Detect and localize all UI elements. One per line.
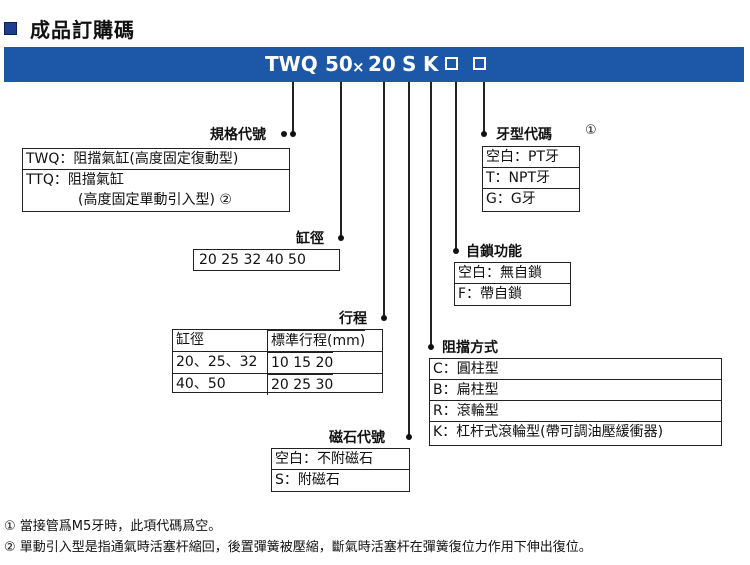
spec-row-twq: TWQ：阻擋氣缸(高度固定復動型) [26, 151, 239, 167]
stopper-row-k: K：杠杆式滾輪型(帶可調油壓緩衝器) [430, 421, 721, 442]
thread-heading: 牙型代碼 [496, 127, 552, 143]
stroke-connector [383, 82, 385, 318]
code-stopper: K [423, 52, 439, 76]
thread-dot [481, 131, 487, 137]
magnet-connector [408, 82, 410, 436]
stopper-row-c: C：圓柱型 [433, 361, 499, 377]
thread-row-t: T：NPT牙 [483, 167, 579, 188]
page-title: 成品訂購碼 [30, 18, 135, 42]
stroke-row-2: 40、50 20 25 30 [173, 373, 382, 395]
code-times: × [352, 58, 365, 76]
stroke-row-1-bore: 20、25、32 [173, 352, 268, 373]
stroke-row-1-strokes: 10 15 20 [268, 352, 334, 373]
lock-row-blank: 空白：無自鎖 [458, 265, 542, 281]
stroke-table: 缸徑 標準行程(mm) 20、25、32 10 15 20 40、50 20 2… [172, 329, 383, 395]
magnet-dot [406, 434, 412, 440]
stroke-heading: 行程 [339, 311, 367, 327]
code-thread-box [473, 57, 486, 70]
lock-row-f: F：帶自鎖 [455, 283, 570, 304]
stopper-dot [428, 344, 434, 350]
code-magnet: S [402, 52, 417, 76]
stroke-dot [381, 315, 387, 321]
code-lock-box [445, 57, 458, 70]
order-code-bar [4, 47, 744, 82]
thread-note-mark: ① [585, 123, 597, 138]
code-model: TWQ [265, 52, 318, 76]
spec-row-ttq-line2: (高度固定單動引入型) ② [78, 192, 232, 208]
magnet-row-s: S：附磁石 [272, 469, 409, 490]
lock-heading: 自鎖功能 [466, 244, 522, 260]
stopper-row-r: R：滾輪型 [430, 400, 721, 421]
bore-table: 20 25 32 40 50 [193, 249, 340, 271]
stopper-row-b: B：扁柱型 [430, 379, 721, 400]
lock-dot [453, 248, 459, 254]
spec-row-ttq: TTQ：阻擋氣缸 (高度固定單動引入型) ② [23, 169, 289, 210]
title-square-icon [4, 22, 17, 35]
spec-table: TWQ：阻擋氣缸(高度固定復動型) TTQ：阻擋氣缸 (高度固定單動引入型) ② [22, 148, 290, 212]
stroke-col-stroke-header: 標準行程(mm) [268, 330, 366, 351]
stroke-col-bore-header: 缸徑 [173, 330, 268, 351]
thread-row-blank: 空白：PT牙 [486, 149, 559, 165]
thread-connector [483, 82, 485, 134]
stroke-row-2-strokes: 20 25 30 [268, 374, 334, 395]
stopper-heading: 阻擋方式 [442, 340, 498, 356]
bore-dot [338, 235, 344, 241]
spec-row-ttq-line1: TTQ：阻擋氣缸 [26, 172, 124, 188]
bore-values: 20 25 32 40 50 [199, 252, 306, 268]
stroke-row-2-bore: 40、50 [173, 374, 268, 395]
bore-connector [340, 82, 342, 237]
spec-dot [290, 131, 296, 137]
magnet-row-blank: 空白：不附磁石 [275, 451, 373, 467]
stopper-connector [430, 82, 432, 347]
thread-row-g: G：G牙 [483, 188, 579, 209]
code-bore: 50 [325, 52, 353, 76]
stroke-row-1: 20、25、32 10 15 20 [173, 351, 382, 373]
stopper-table: C：圓柱型 B：扁柱型 R：滾輪型 K：杠杆式滾輪型(帶可調油壓緩衝器) [429, 358, 722, 446]
magnet-table: 空白：不附磁石 S：附磁石 [271, 448, 410, 492]
thread-table: 空白：PT牙 T：NPT牙 G：G牙 [482, 146, 580, 212]
lock-table: 空白：無自鎖 F：帶自鎖 [454, 262, 571, 306]
note-1: ① 當接管爲M5牙時，此項代碼爲空。 [4, 519, 222, 534]
bore-heading: 缸徑 [296, 231, 324, 247]
note-2: ② 單動引入型是指通氣時活塞杆縮回，後置彈簧被壓縮，斷氣時活塞杆在彈簧復位力作用… [4, 540, 592, 555]
spec-heading-dot [281, 131, 287, 137]
magnet-heading: 磁石代號 [329, 430, 385, 446]
stroke-header-row: 缸徑 標準行程(mm) [173, 330, 382, 351]
lock-connector [455, 82, 457, 250]
spec-connector [292, 82, 294, 134]
spec-heading: 規格代號 [210, 127, 266, 143]
code-stroke: 20 [368, 52, 396, 76]
